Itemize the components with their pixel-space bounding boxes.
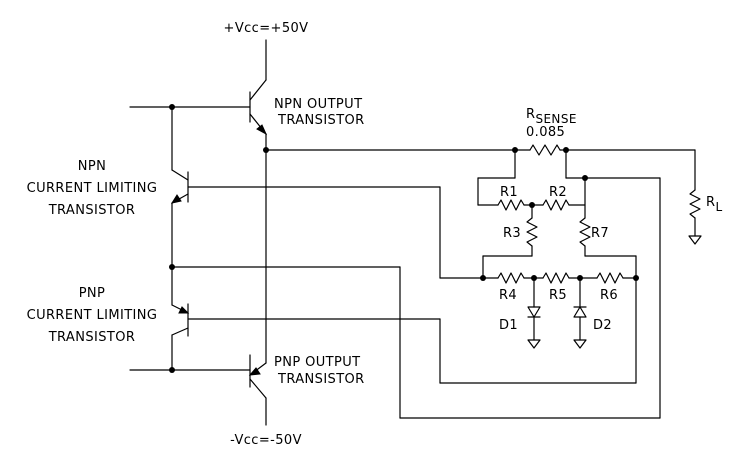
pnp-output-label-2: TRANSISTOR — [277, 372, 365, 387]
negative-supply-label: -Vcc=-50V — [230, 433, 302, 448]
r2-label: R2 — [549, 185, 567, 200]
npn-output-label-2: TRANSISTOR — [277, 113, 365, 128]
junction-dot — [633, 275, 639, 281]
pnp-output-transistor-symbol — [248, 354, 267, 399]
r5-resistor — [542, 272, 570, 284]
d2-label: D2 — [593, 318, 612, 333]
ground-icon — [688, 235, 702, 245]
r7-label: R7 — [591, 226, 609, 241]
load-resistor — [689, 189, 701, 219]
pnp-limit-label-1: PNP — [79, 286, 106, 301]
npn-limit-label-3: TRANSISTOR — [48, 203, 136, 218]
pnp-limit-label-3: TRANSISTOR — [48, 330, 136, 345]
r4-label: R4 — [499, 288, 517, 303]
r6-resistor — [596, 272, 624, 284]
d1-diode — [527, 306, 541, 318]
rsense-label: RSENSE — [526, 107, 577, 126]
r6-label: R6 — [600, 288, 618, 303]
r2-resistor — [542, 199, 570, 211]
r3-label: R3 — [503, 226, 521, 241]
npn-output-label-1: NPN OUTPUT — [274, 97, 362, 112]
rsense-resistor — [529, 144, 561, 156]
r1-label: R1 — [500, 185, 518, 200]
npn-limit-label-2: CURRENT LIMITING — [27, 181, 158, 196]
ground-icon — [527, 339, 541, 349]
r5-label: R5 — [549, 288, 567, 303]
pnp-limit-label-2: CURRENT LIMITING — [27, 308, 158, 323]
npn-limit-label-1: NPN — [78, 159, 107, 174]
ground-icon — [573, 339, 587, 349]
r7-resistor — [579, 217, 591, 247]
r4-resistor — [497, 272, 525, 284]
npn-output-transistor-symbol — [249, 79, 268, 136]
d1-label: D1 — [499, 318, 518, 333]
rsense-value: 0.085 — [526, 125, 565, 140]
pnp-limit-transistor-symbol — [171, 303, 190, 337]
pnp-output-label-1: PNP OUTPUT — [274, 355, 361, 370]
positive-supply-label: +Vcc=+50V — [224, 21, 309, 36]
npn-limit-transistor-symbol — [170, 169, 189, 204]
rl-label: RL — [706, 195, 723, 214]
r3-resistor — [526, 217, 538, 247]
d2-diode — [573, 306, 587, 318]
r1-resistor — [497, 199, 525, 211]
